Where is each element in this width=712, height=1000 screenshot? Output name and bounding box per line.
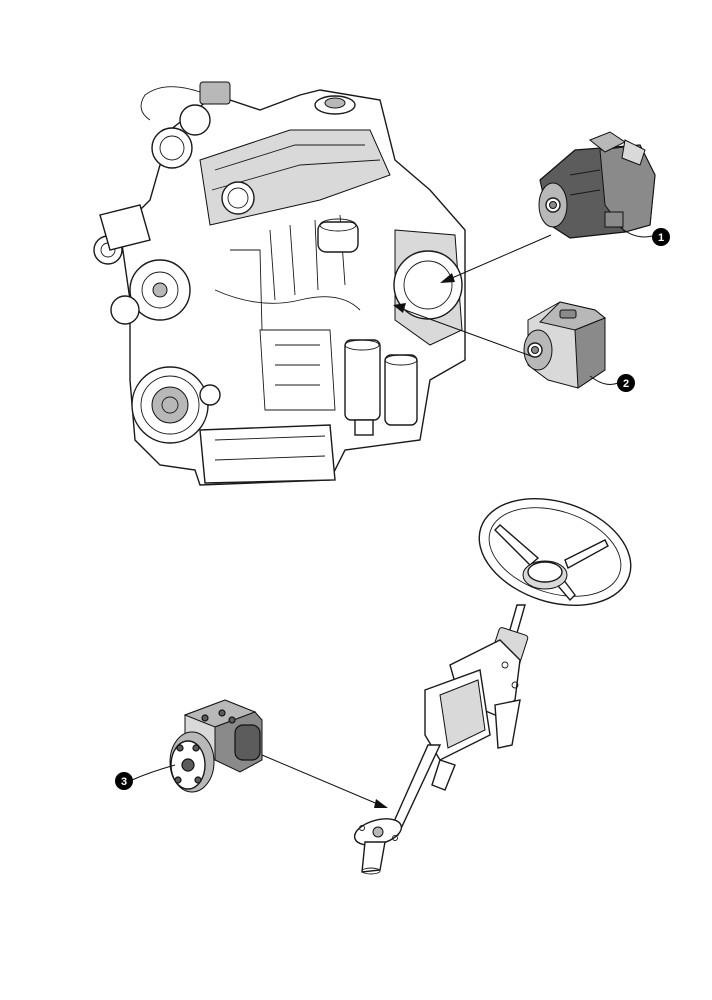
engine-illustration — [93, 81, 466, 486]
steering-unit-illustration — [169, 699, 263, 793]
arrow-head-1 — [440, 273, 455, 283]
callout-marker-2 — [617, 374, 635, 392]
callout-number-3: 3 — [121, 776, 127, 788]
callout-marker-3 — [115, 772, 133, 790]
callout-number-1: 1 — [658, 232, 664, 244]
callout-number-2: 2 — [623, 378, 629, 390]
leader-lines — [131, 226, 653, 808]
gear-pump-illustration — [523, 301, 606, 389]
callout-1: 1 — [652, 228, 670, 246]
arrow-head-2 — [393, 303, 406, 313]
callout-2: 2 — [617, 374, 635, 392]
arrow-head-3 — [374, 799, 388, 808]
hydraulic-pump-illustration — [538, 131, 656, 239]
callout-marker-1 — [652, 228, 670, 246]
callout-3: 3 — [115, 772, 133, 790]
steering-column-illustration — [353, 497, 632, 875]
